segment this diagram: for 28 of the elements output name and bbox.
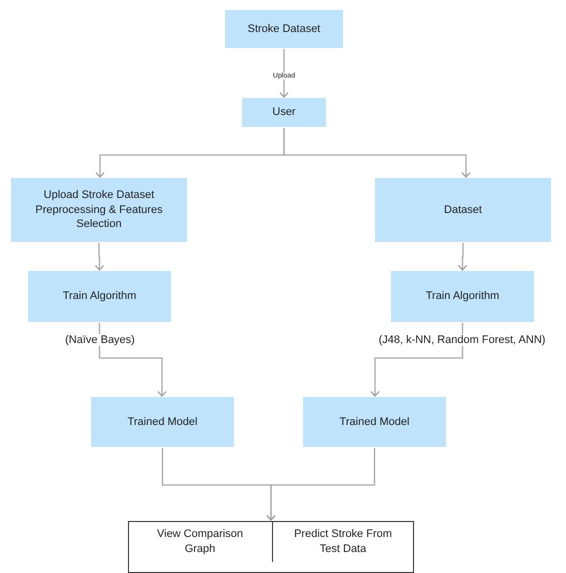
process-box — [28, 271, 171, 322]
arrow — [279, 49, 289, 98]
arrow — [370, 323, 464, 397]
process-box — [242, 98, 326, 127]
outline-box — [128, 521, 414, 573]
process-box — [303, 397, 446, 447]
box-text: Predict Stroke From Test Data — [293, 527, 393, 557]
box-text: Dataset — [443, 202, 483, 218]
box-text: View Comparison Graph — [156, 527, 244, 557]
box-text: Train Algorithm — [424, 289, 500, 304]
process-box — [225, 10, 343, 48]
arrow — [98, 323, 167, 397]
process-box — [91, 397, 234, 447]
edge-label: (Naïve Bayes) — [63, 334, 137, 346]
box-text: Trained Model — [338, 414, 410, 430]
box-text: User — [271, 105, 297, 120]
process-box — [375, 178, 551, 242]
process-box — [391, 271, 534, 322]
box-text: Trained Model — [126, 414, 198, 430]
arrow — [94, 243, 104, 271]
arrow — [458, 243, 468, 271]
box-text: Train Algorithm — [62, 289, 138, 304]
arrow — [283, 128, 471, 178]
edge-label: (J48, k-NN, Random Forest, ANN) — [376, 334, 548, 346]
arrow — [266, 448, 376, 521]
box-text: Stroke Dataset — [246, 22, 322, 36]
process-box — [11, 178, 187, 242]
box-text: Upload Stroke Dataset Preprocessing & Features Selection — [34, 188, 164, 232]
